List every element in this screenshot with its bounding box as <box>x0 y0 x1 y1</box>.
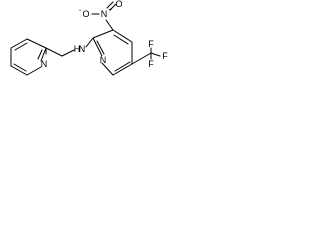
bonds <box>10 1 161 76</box>
bond-c3left-c2left <box>26 38 47 49</box>
bond-n1left-c6left <box>26 66 42 76</box>
bond-c2left-n1left-main <box>40 47 47 62</box>
bond-nh-ch2 <box>61 49 75 57</box>
left-pyridine-nitrogen-label: N <box>41 59 48 69</box>
nitro-nitrogen-charge: + <box>108 8 112 14</box>
fluorine-top-label: F <box>148 39 154 49</box>
atom-labels: O − N + O N H N N F F F <box>41 0 169 69</box>
bond-c6left-c5left <box>10 65 28 76</box>
nitro-nitrogen-label: N <box>101 9 108 19</box>
bond-n1-c6 <box>101 62 114 76</box>
bond-nnitro-odouble-2 <box>106 1 114 9</box>
bond-c4left-c3left-double <box>14 42 28 51</box>
bond-nnitro-odouble <box>109 3 117 11</box>
bond-c4-c3-double <box>113 34 129 45</box>
nh-nitrogen-label: N <box>79 44 86 54</box>
bond-c2-n1 <box>92 37 103 57</box>
bond-ch2-c2left <box>45 47 63 57</box>
bond-c6-c5-double <box>114 61 131 72</box>
bond-c6left-c5left-double <box>13 63 27 72</box>
oxygen-minus-charge: − <box>78 8 82 14</box>
fluorine-right-label: F <box>162 51 168 61</box>
bond-c5-cf3 <box>131 52 152 65</box>
bond-c6-c5 <box>112 63 133 76</box>
bond-c4-c3 <box>112 29 133 43</box>
bond-cf3-fright <box>150 52 161 57</box>
fluorine-bottom-label: F <box>148 59 154 69</box>
bond-c3-nnitro <box>105 19 114 31</box>
bond-c2-n1-double <box>96 40 105 55</box>
oxygen-minus-label: O <box>82 9 89 19</box>
right-pyridine-nitrogen-label: N <box>100 55 107 65</box>
nh-hydrogen-label: H <box>74 44 81 54</box>
chemical-structure: O − N + O N H N N F F F <box>10 0 169 76</box>
bond-c3-c2 <box>92 29 114 39</box>
bond-c2-nh <box>85 37 94 48</box>
bond-c4left-c3left <box>10 38 28 49</box>
bond-c2left-n1left-double <box>37 49 43 60</box>
oxygen-double-label: O <box>115 0 122 9</box>
